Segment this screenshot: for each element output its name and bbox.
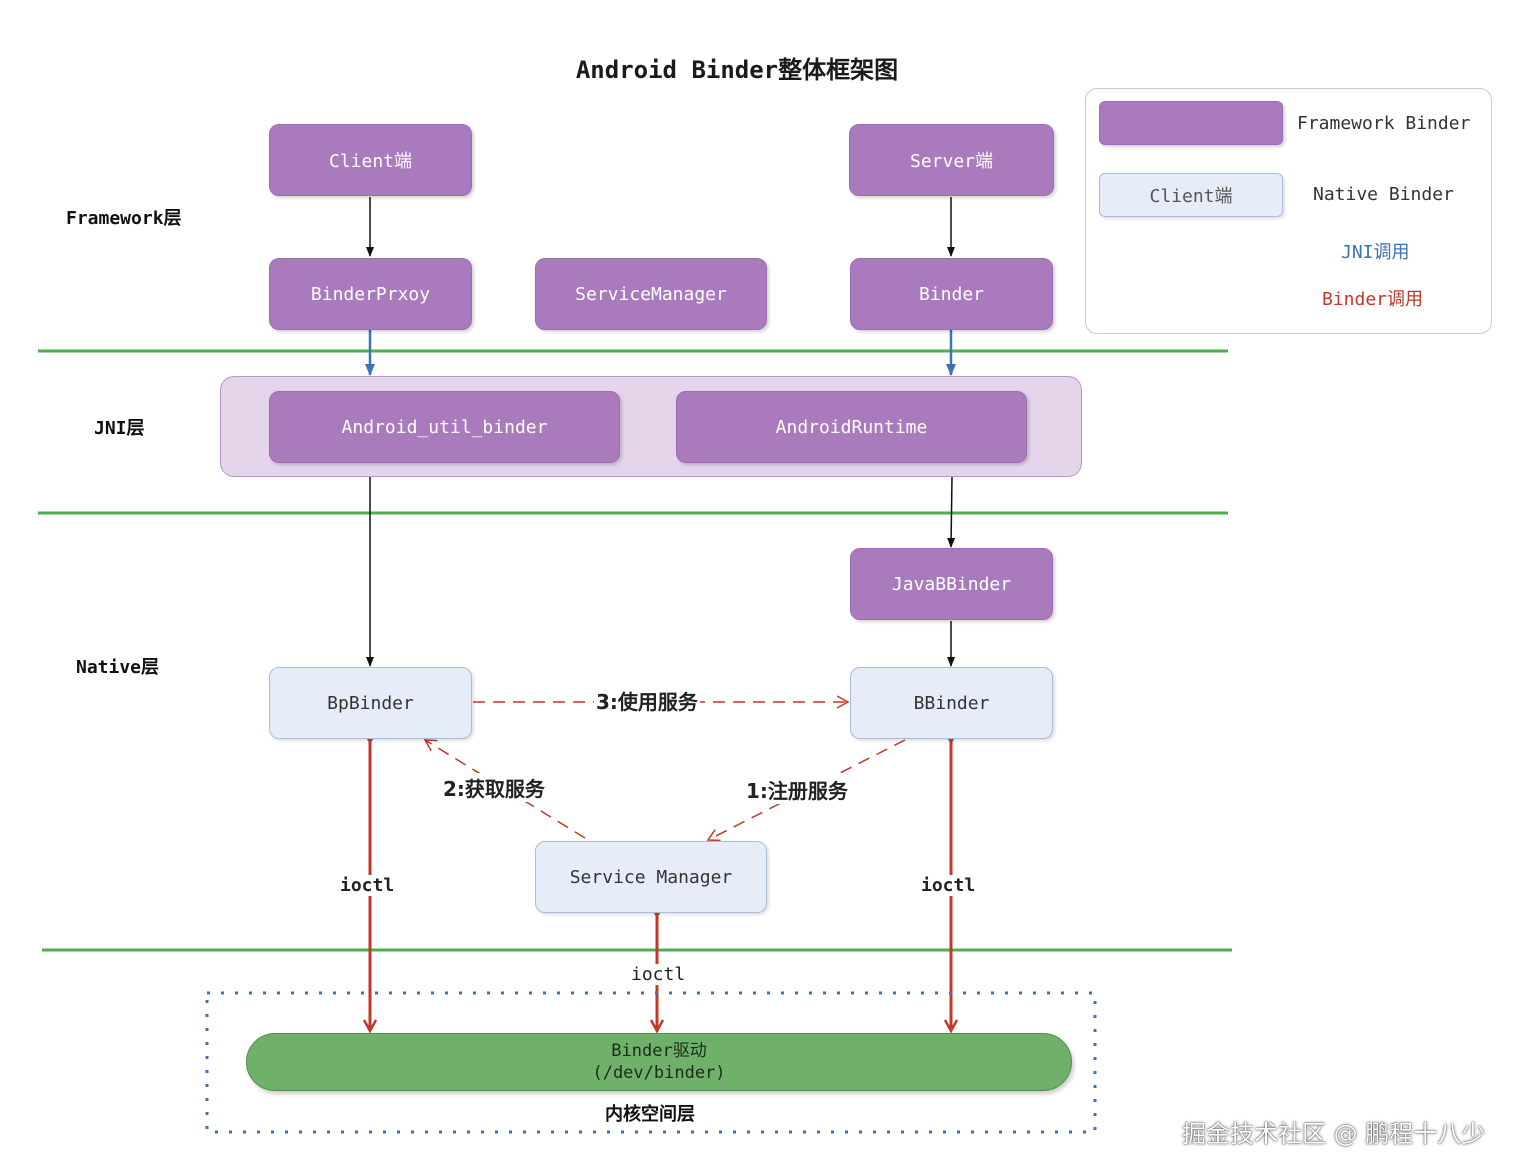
kernel-space-region	[205, 991, 1097, 1134]
binder-driver-title: Binder驱动	[611, 1041, 707, 1061]
legend-native-swatch: Client端	[1099, 173, 1283, 217]
server-box[interactable]: Server端	[849, 124, 1054, 196]
edge-label-get-service: 2:获取服务	[441, 773, 547, 802]
b-binder-box[interactable]: BBinder	[850, 667, 1053, 739]
layer-label-framework: Framework层	[66, 208, 182, 229]
service-manager-native-box[interactable]: Service Manager	[535, 841, 767, 913]
legend-binder-call-label: Binder调用	[1322, 289, 1424, 310]
watermark: 掘金技术社区 @ 鹏程十八少	[1182, 1120, 1486, 1148]
layer-label-kernel: 内核空间层	[605, 1104, 695, 1125]
client-box[interactable]: Client端	[269, 124, 472, 196]
edge-label-ioctl-left: ioctl	[338, 875, 397, 896]
legend-framework-swatch	[1099, 101, 1283, 145]
legend-framework-binder-label: Framework Binder	[1297, 113, 1471, 134]
bp-binder-box[interactable]: BpBinder	[269, 667, 472, 739]
binder-proxy-box[interactable]: BinderPrxoy	[269, 258, 472, 330]
edge-label-ioctl-center: ioctl	[629, 964, 688, 985]
edge-label-register-service: 1:注册服务	[744, 775, 850, 804]
diagram-title: Android Binder整体框架图	[575, 56, 899, 84]
binder-driver[interactable]: Binder驱动 (/dev/binder)	[246, 1033, 1072, 1091]
legend-native-binder-label: Native Binder	[1313, 184, 1454, 205]
java-bbinder-box[interactable]: JavaBBinder	[850, 548, 1053, 620]
layer-label-jni: JNI层	[94, 418, 145, 439]
legend-jni-call-label: JNI调用	[1341, 242, 1410, 263]
binder-box[interactable]: Binder	[850, 258, 1053, 330]
edge-label-ioctl-right: ioctl	[919, 875, 978, 896]
service-manager-framework-box[interactable]: ServiceManager	[535, 258, 767, 330]
edge-label-use-service: 3:使用服务	[594, 686, 700, 715]
android-util-binder-box[interactable]: Android_util_binder	[269, 391, 620, 463]
binder-driver-path: (/dev/binder)	[592, 1063, 726, 1083]
android-runtime-box[interactable]: AndroidRuntime	[676, 391, 1027, 463]
layer-label-native: Native层	[76, 657, 160, 678]
